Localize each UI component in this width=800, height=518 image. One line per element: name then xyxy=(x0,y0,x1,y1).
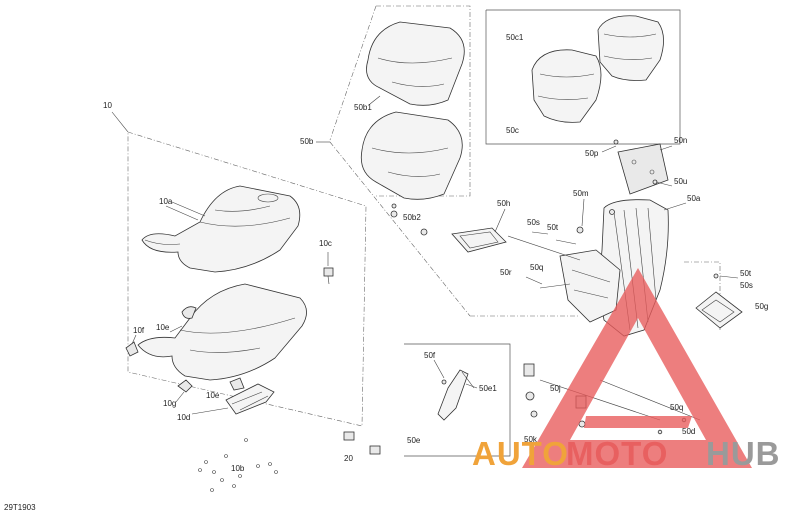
label-50h: 50h xyxy=(497,199,510,208)
label-50t-top: 50t xyxy=(547,223,559,232)
latch-10c xyxy=(323,252,334,285)
watermark-hub: HUB xyxy=(706,435,781,472)
label-50b1: 50b1 xyxy=(354,103,372,112)
watermark-moto: MOTO xyxy=(566,435,668,472)
label-50e: 50e xyxy=(407,436,421,445)
seat-10a xyxy=(141,185,301,273)
label-50e1: 50e1 xyxy=(479,384,497,393)
label-50d: 50d xyxy=(682,427,695,436)
label-50u: 50u xyxy=(674,177,687,186)
label-10a: 10a xyxy=(159,197,173,206)
label-20: 20 xyxy=(344,454,353,463)
label-50a: 50a xyxy=(687,194,701,203)
label-50b2: 50b2 xyxy=(403,213,421,222)
label-10e-bot: 10e xyxy=(206,391,220,400)
bumpers-20 xyxy=(343,431,381,455)
label-50s-top: 50s xyxy=(527,218,540,227)
label-50p: 50p xyxy=(585,149,599,158)
label-10d: 10d xyxy=(177,413,190,422)
label-50j: 50j xyxy=(550,384,561,393)
label-50m: 50m xyxy=(573,189,589,198)
clip-10f xyxy=(125,341,139,357)
part-labels: 10 10a 10c 10e 10f 10g 10e 10d 10b 20 50… xyxy=(4,33,768,512)
label-50r: 50r xyxy=(500,268,512,277)
label-50t-right: 50t xyxy=(740,269,752,278)
latch-50f xyxy=(437,369,475,421)
panel-50n xyxy=(617,143,669,195)
label-50q-top: 50q xyxy=(530,263,543,272)
hardware-10b xyxy=(198,438,278,492)
seat-base-10e xyxy=(137,283,307,381)
label-50n: 50n xyxy=(674,136,687,145)
label-10b: 10b xyxy=(231,464,245,473)
label-50g: 50g xyxy=(755,302,768,311)
label-50c1: 50c1 xyxy=(506,33,524,42)
watermark-auto: AUTO xyxy=(472,435,569,472)
label-10e-top: 10e xyxy=(156,323,170,332)
bumper-10g xyxy=(177,377,245,393)
bracket-10d xyxy=(191,383,275,415)
label-50c: 50c xyxy=(506,126,519,135)
label-50k: 50k xyxy=(524,435,538,444)
label-50s-right: 50s xyxy=(740,281,753,290)
screws-50b2 xyxy=(390,203,428,236)
watermark: AUTO MOTO HUB xyxy=(472,268,781,472)
diagram-id: 29T1903 xyxy=(4,503,36,512)
group-10-frame xyxy=(111,111,367,427)
backrest-50c1 xyxy=(531,49,602,123)
label-50f: 50f xyxy=(424,351,436,360)
group-50c-frame xyxy=(485,9,681,145)
cushion-50b xyxy=(360,111,463,200)
label-50b: 50b xyxy=(300,137,314,146)
handle-50h xyxy=(451,227,507,253)
label-10g: 10g xyxy=(163,399,176,408)
cushion-50b1 xyxy=(366,21,465,106)
label-10f: 10f xyxy=(133,326,145,335)
group-50e-frame xyxy=(404,343,511,457)
watermark-logo-triangle xyxy=(522,268,752,468)
label-10: 10 xyxy=(103,101,112,110)
backrest-50c xyxy=(597,15,664,81)
bracket-50g xyxy=(684,261,743,330)
label-10c: 10c xyxy=(319,239,332,248)
leader-lines xyxy=(131,95,739,403)
label-50q-bot: 50q xyxy=(670,403,683,412)
